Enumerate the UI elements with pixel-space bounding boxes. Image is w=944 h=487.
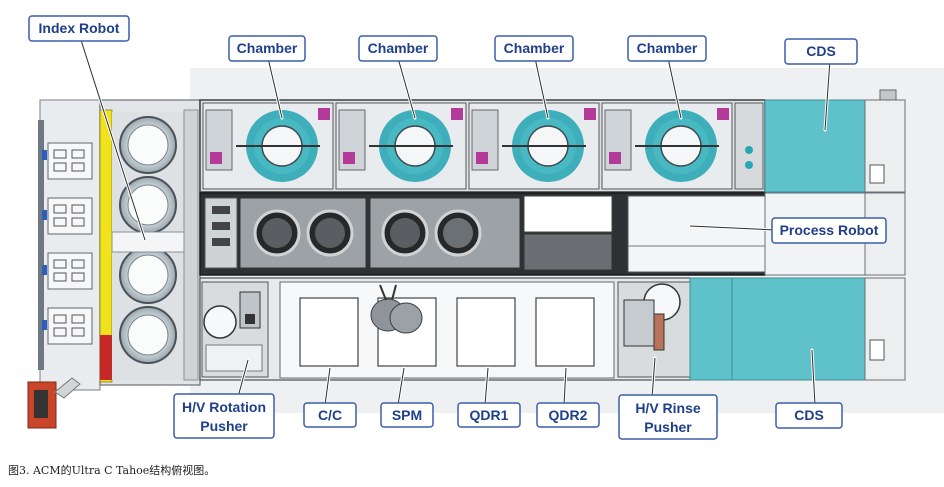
load-port-column	[27, 99, 101, 429]
label-process-robot-text: Process Robot	[780, 222, 879, 238]
chamber-2	[335, 102, 467, 190]
label-hv-rotation-pusher-line2: Pusher	[200, 418, 248, 434]
chamber-4	[601, 102, 733, 190]
label-qdr2-text: QDR2	[549, 407, 588, 423]
label-index-robot-text: Index Robot	[39, 20, 120, 36]
label-cds-top: CDS	[784, 38, 858, 65]
cds-top-block	[764, 99, 906, 193]
label-chamber-1: Chamber	[228, 35, 306, 62]
load-port-3	[47, 252, 93, 290]
label-index-robot: Index Robot	[28, 15, 130, 42]
label-hv-rinse-pusher-line2: Pusher	[644, 419, 692, 435]
label-hv-rotation-pusher-line1: H/V Rotation	[182, 399, 266, 415]
label-cds-bottom-text: CDS	[794, 407, 824, 423]
label-chamber-4: Chamber	[627, 35, 707, 62]
label-chamber-3-text: Chamber	[504, 40, 565, 56]
label-hv-rotation-pusher: H/V Rotation Pusher	[173, 393, 275, 439]
label-hv-rinse-pusher: H/V Rinse Pusher	[618, 394, 718, 440]
label-chamber-2-text: Chamber	[368, 40, 429, 56]
load-port-4	[47, 307, 93, 345]
label-hv-rinse-pusher-line1: H/V Rinse	[635, 400, 701, 416]
label-chamber-1-text: Chamber	[237, 40, 298, 56]
chamber-1	[202, 102, 334, 190]
cds-bottom-block	[689, 277, 906, 381]
leader-lines	[79, 36, 831, 406]
label-qdr1: QDR1	[457, 402, 521, 428]
label-chamber-4-text: Chamber	[637, 40, 698, 56]
label-spm: SPM	[380, 402, 434, 428]
label-cds-bottom: CDS	[775, 402, 843, 429]
label-qdr2: QDR2	[536, 402, 600, 428]
top-right-bracket	[879, 89, 897, 101]
label-cc-text: C/C	[318, 407, 342, 423]
hv-rotation-pusher-unit	[201, 281, 269, 378]
label-spm-text: SPM	[392, 407, 422, 423]
chamber-3	[468, 102, 600, 190]
label-chamber-3: Chamber	[494, 35, 574, 62]
label-cds-top-text: CDS	[806, 43, 836, 59]
label-cc: C/C	[303, 402, 357, 428]
bottom-row	[199, 277, 906, 381]
wet-bench-tanks	[279, 281, 615, 379]
red-handle	[27, 377, 81, 429]
load-port-1	[47, 142, 93, 180]
chamber-row	[199, 99, 766, 193]
label-qdr1-text: QDR1	[470, 407, 509, 423]
label-chamber-2: Chamber	[358, 35, 438, 62]
figure-caption: 图3. ACM的Ultra C Tahoe结构俯视图。	[8, 464, 216, 477]
load-port-2	[47, 197, 93, 235]
label-process-robot: Process Robot	[771, 217, 887, 244]
